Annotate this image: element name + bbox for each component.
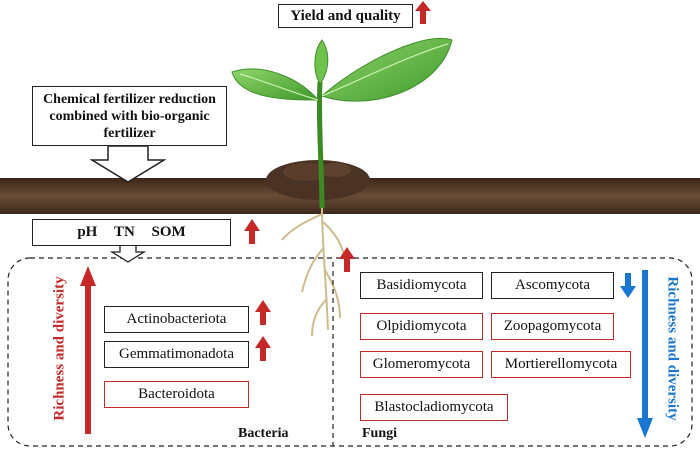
- yield-quality-box: Yield and quality: [278, 4, 413, 28]
- phylum-label: Ascomycota: [515, 277, 590, 293]
- soil-prop-ph: pH: [77, 224, 98, 240]
- bud-icon: [314, 39, 329, 85]
- actino-up-arrow-icon: [255, 300, 271, 325]
- treatment-box: Chemical fertilizer reduction combined w…: [32, 86, 227, 146]
- phylum-olpidiomycota: Olpidiomycota: [360, 313, 483, 340]
- yield-quality-label: Yield and quality: [290, 7, 401, 24]
- fungi-section-label: Fungi: [362, 426, 398, 441]
- phylum-bacteroidota: Bacteroidota: [104, 381, 249, 408]
- phylum-label: Actinobacteriota: [126, 311, 227, 327]
- treatment-down-arrow: [89, 145, 167, 183]
- soil-properties-box: pH TN SOM: [32, 219, 231, 246]
- phylum-label: Mortierellomycota: [504, 356, 618, 372]
- phylum-mortierellomycota: Mortierellomycota: [491, 351, 631, 378]
- phylum-label: Gemmatimonadota: [119, 346, 234, 362]
- soilprops-down-arrow: [109, 244, 147, 263]
- phylum-zoopagomycota: Zoopagomycota: [491, 313, 614, 340]
- leaf-right-icon: [321, 38, 453, 102]
- basidio-up-arrow-icon: [339, 247, 355, 272]
- plant-stem: [316, 81, 325, 209]
- phylum-label: Bacteroidota: [138, 386, 215, 402]
- phylum-label: Glomeromycota: [372, 356, 471, 372]
- gemma-up-arrow-icon: [255, 336, 271, 361]
- treatment-label: Chemical fertilizer reduction combined w…: [43, 91, 216, 141]
- phylum-gemmatimonadota: Gemmatimonadota: [104, 341, 249, 368]
- bacteria-richness-arrow: [80, 266, 96, 434]
- fungi-richness-label: Richness and diversity: [664, 276, 681, 421]
- phylum-actinobacteriota: Actinobacteriota: [104, 306, 249, 333]
- soil-prop-som: SOM: [151, 224, 186, 240]
- phylum-basidiomycota: Basidiomycota: [360, 272, 483, 299]
- bacteria-richness-label: Richness and diversity: [51, 276, 68, 421]
- phylum-ascomycota: Ascomycota: [491, 272, 614, 299]
- phylum-label: Basidiomycota: [376, 277, 467, 293]
- phylum-label: Zoopagomycota: [503, 318, 602, 334]
- soil-prop-tn: TN: [114, 224, 135, 240]
- up-arrow-icons: [244, 1, 431, 361]
- yield-up-arrow-icon: [415, 1, 431, 24]
- phylum-glomeromycota: Glomeromycota: [360, 351, 483, 378]
- asco-down-arrow-icon: [620, 273, 636, 298]
- leaf-left-icon: [231, 68, 320, 101]
- phylum-label: Blastocladiomycota: [374, 399, 494, 415]
- phylum-blastocladiomycota: Blastocladiomycota: [360, 394, 508, 421]
- fungi-richness-arrow: [637, 270, 653, 438]
- bacteria-section-label: Bacteria: [238, 426, 289, 441]
- phylum-label: Olpidiomycota: [376, 318, 467, 334]
- roots: [281, 207, 347, 337]
- soilprops-up-arrow-icon: [244, 219, 260, 244]
